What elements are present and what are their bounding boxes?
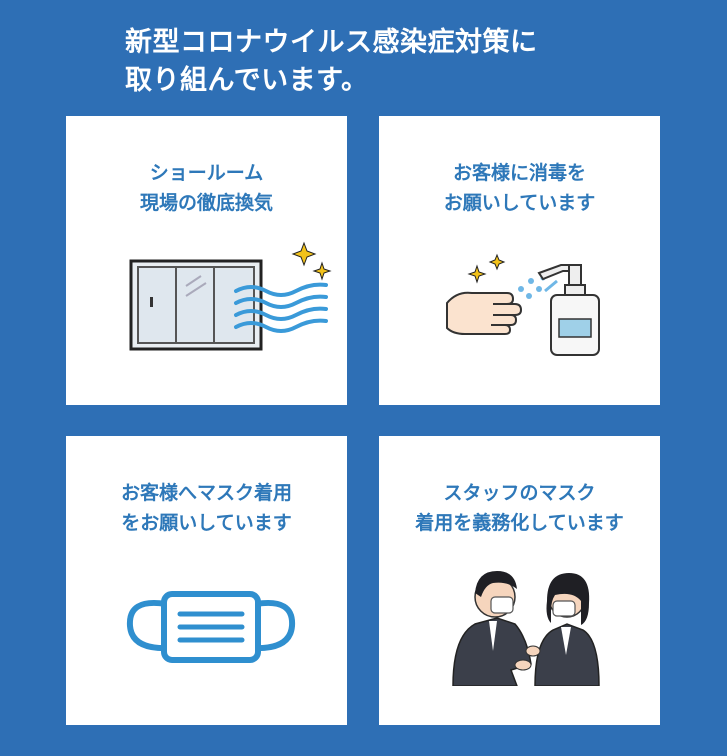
card-title: ショールーム 現場の徹底換気: [66, 158, 347, 218]
card-customer-mask: お客様へマスク着用 をお願いしています: [66, 436, 347, 725]
card-title-line-1: ショールーム: [149, 162, 264, 184]
card-title-line-1: お客様に消毒を: [452, 162, 586, 184]
card-title: スタッフのマスク 着用を義務化しています: [379, 478, 660, 538]
page-headline: 新型コロナウイルス感染症対策に 取り組んでいます。: [125, 24, 685, 100]
headline-line-2: 取り組んでいます。: [125, 65, 369, 96]
face-mask-icon: [126, 591, 296, 663]
card-title-line-2: お願いしています: [443, 192, 596, 214]
card-customer-disinfection: お客様に消毒を お願いしています: [379, 116, 660, 405]
card-title: お客様へマスク着用 をお願いしています: [66, 478, 347, 538]
masked-staff-icon: [452, 571, 600, 686]
card-staff-mask: スタッフのマスク 着用を義務化しています: [379, 436, 660, 725]
card-title-line-2: 現場の徹底換気: [139, 192, 273, 214]
card-title: お客様に消毒を お願いしています: [379, 158, 660, 218]
headline-line-1: 新型コロナウイルス感染症対策に: [125, 27, 538, 58]
window-ventilation-icon: [129, 241, 332, 351]
card-title-line-2: 着用を義務化しています: [415, 512, 624, 534]
card-title-line-2: をお願いしています: [121, 512, 292, 534]
hand-sanitizer-icon: [446, 253, 600, 356]
card-showroom-ventilation: ショールーム 現場の徹底換気: [66, 116, 347, 405]
card-title-line-1: スタッフのマスク: [443, 482, 596, 504]
card-title-line-1: お客様へマスク着用: [120, 482, 292, 504]
